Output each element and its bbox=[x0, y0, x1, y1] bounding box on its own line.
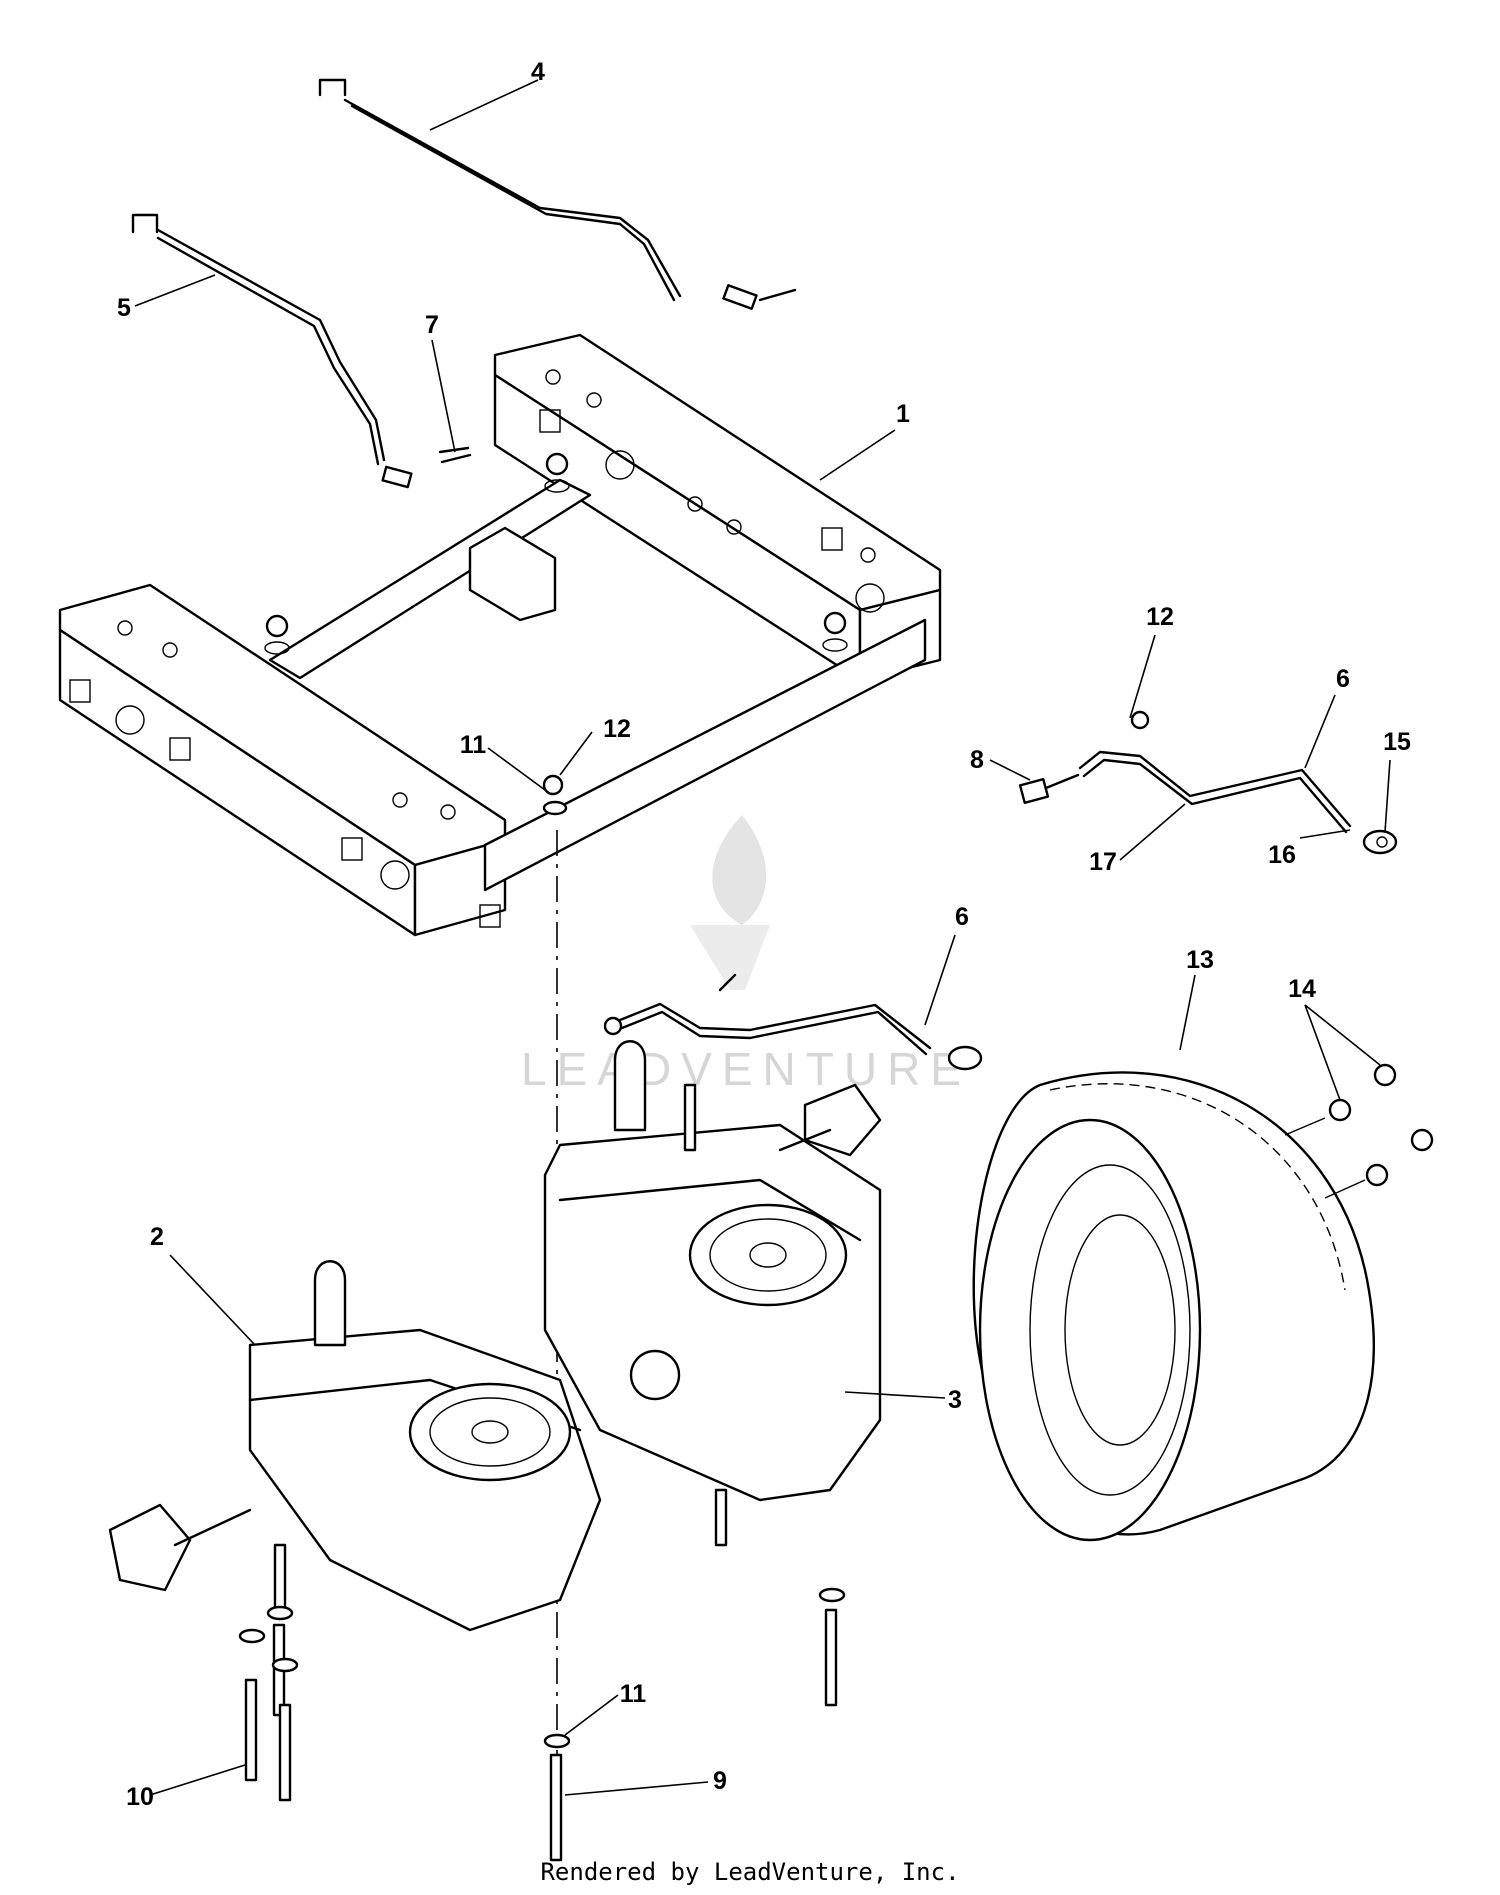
callout-12-upper: 12 bbox=[1146, 603, 1174, 631]
callout-11-upper: 11 bbox=[460, 731, 487, 759]
callout-6-lower: 6 bbox=[955, 903, 969, 931]
part-14-lug-nuts bbox=[1284, 1063, 1434, 1199]
callout-2: 2 bbox=[150, 1223, 164, 1251]
callout-8: 8 bbox=[970, 746, 984, 774]
callout-13: 13 bbox=[1186, 946, 1214, 974]
callout-17: 17 bbox=[1089, 848, 1117, 876]
callout-9: 9 bbox=[713, 1767, 727, 1795]
footer-credit: Rendered by LeadVenture, Inc. bbox=[540, 1858, 959, 1886]
callout-4: 4 bbox=[531, 58, 545, 86]
callout-14: 14 bbox=[1288, 975, 1316, 1003]
part-4-control-rod bbox=[318, 78, 797, 310]
watermark-brand: LEADVENTURE bbox=[521, 1043, 971, 1095]
part-5-control-rod bbox=[131, 213, 472, 489]
watermark-v-icon bbox=[690, 925, 770, 990]
callout-7: 7 bbox=[425, 311, 439, 339]
callout-10: 10 bbox=[126, 1783, 154, 1811]
part-11-12-hardware bbox=[542, 774, 568, 816]
watermark: LEADVENTURE bbox=[521, 815, 971, 1095]
callout-16: 16 bbox=[1268, 841, 1296, 869]
callout-1: 1 bbox=[896, 400, 910, 428]
callout-labels: 1 2 3 4 5 6 6 7 8 9 10 11 11 12 12 13 14… bbox=[117, 58, 1411, 1811]
callout-15: 15 bbox=[1383, 728, 1411, 756]
callout-11-lower: 11 bbox=[620, 1680, 647, 1708]
part-1-frame bbox=[58, 333, 942, 937]
leader-lines bbox=[134, 79, 1391, 1796]
callout-5: 5 bbox=[117, 294, 131, 322]
callout-3: 3 bbox=[948, 1386, 962, 1414]
lower-hardware bbox=[238, 1587, 846, 1862]
watermark-flame-icon bbox=[712, 815, 767, 925]
part-6-linkage-lower bbox=[603, 973, 983, 1071]
part-2-transaxle-left bbox=[108, 1260, 602, 1632]
part-6-linkage-upper bbox=[1018, 710, 1398, 855]
part-13-wheel bbox=[972, 1071, 1376, 1542]
callout-12-lower: 12 bbox=[603, 715, 631, 743]
part-3-transaxle-right bbox=[543, 1040, 882, 1547]
callout-6-upper: 6 bbox=[1336, 665, 1350, 693]
